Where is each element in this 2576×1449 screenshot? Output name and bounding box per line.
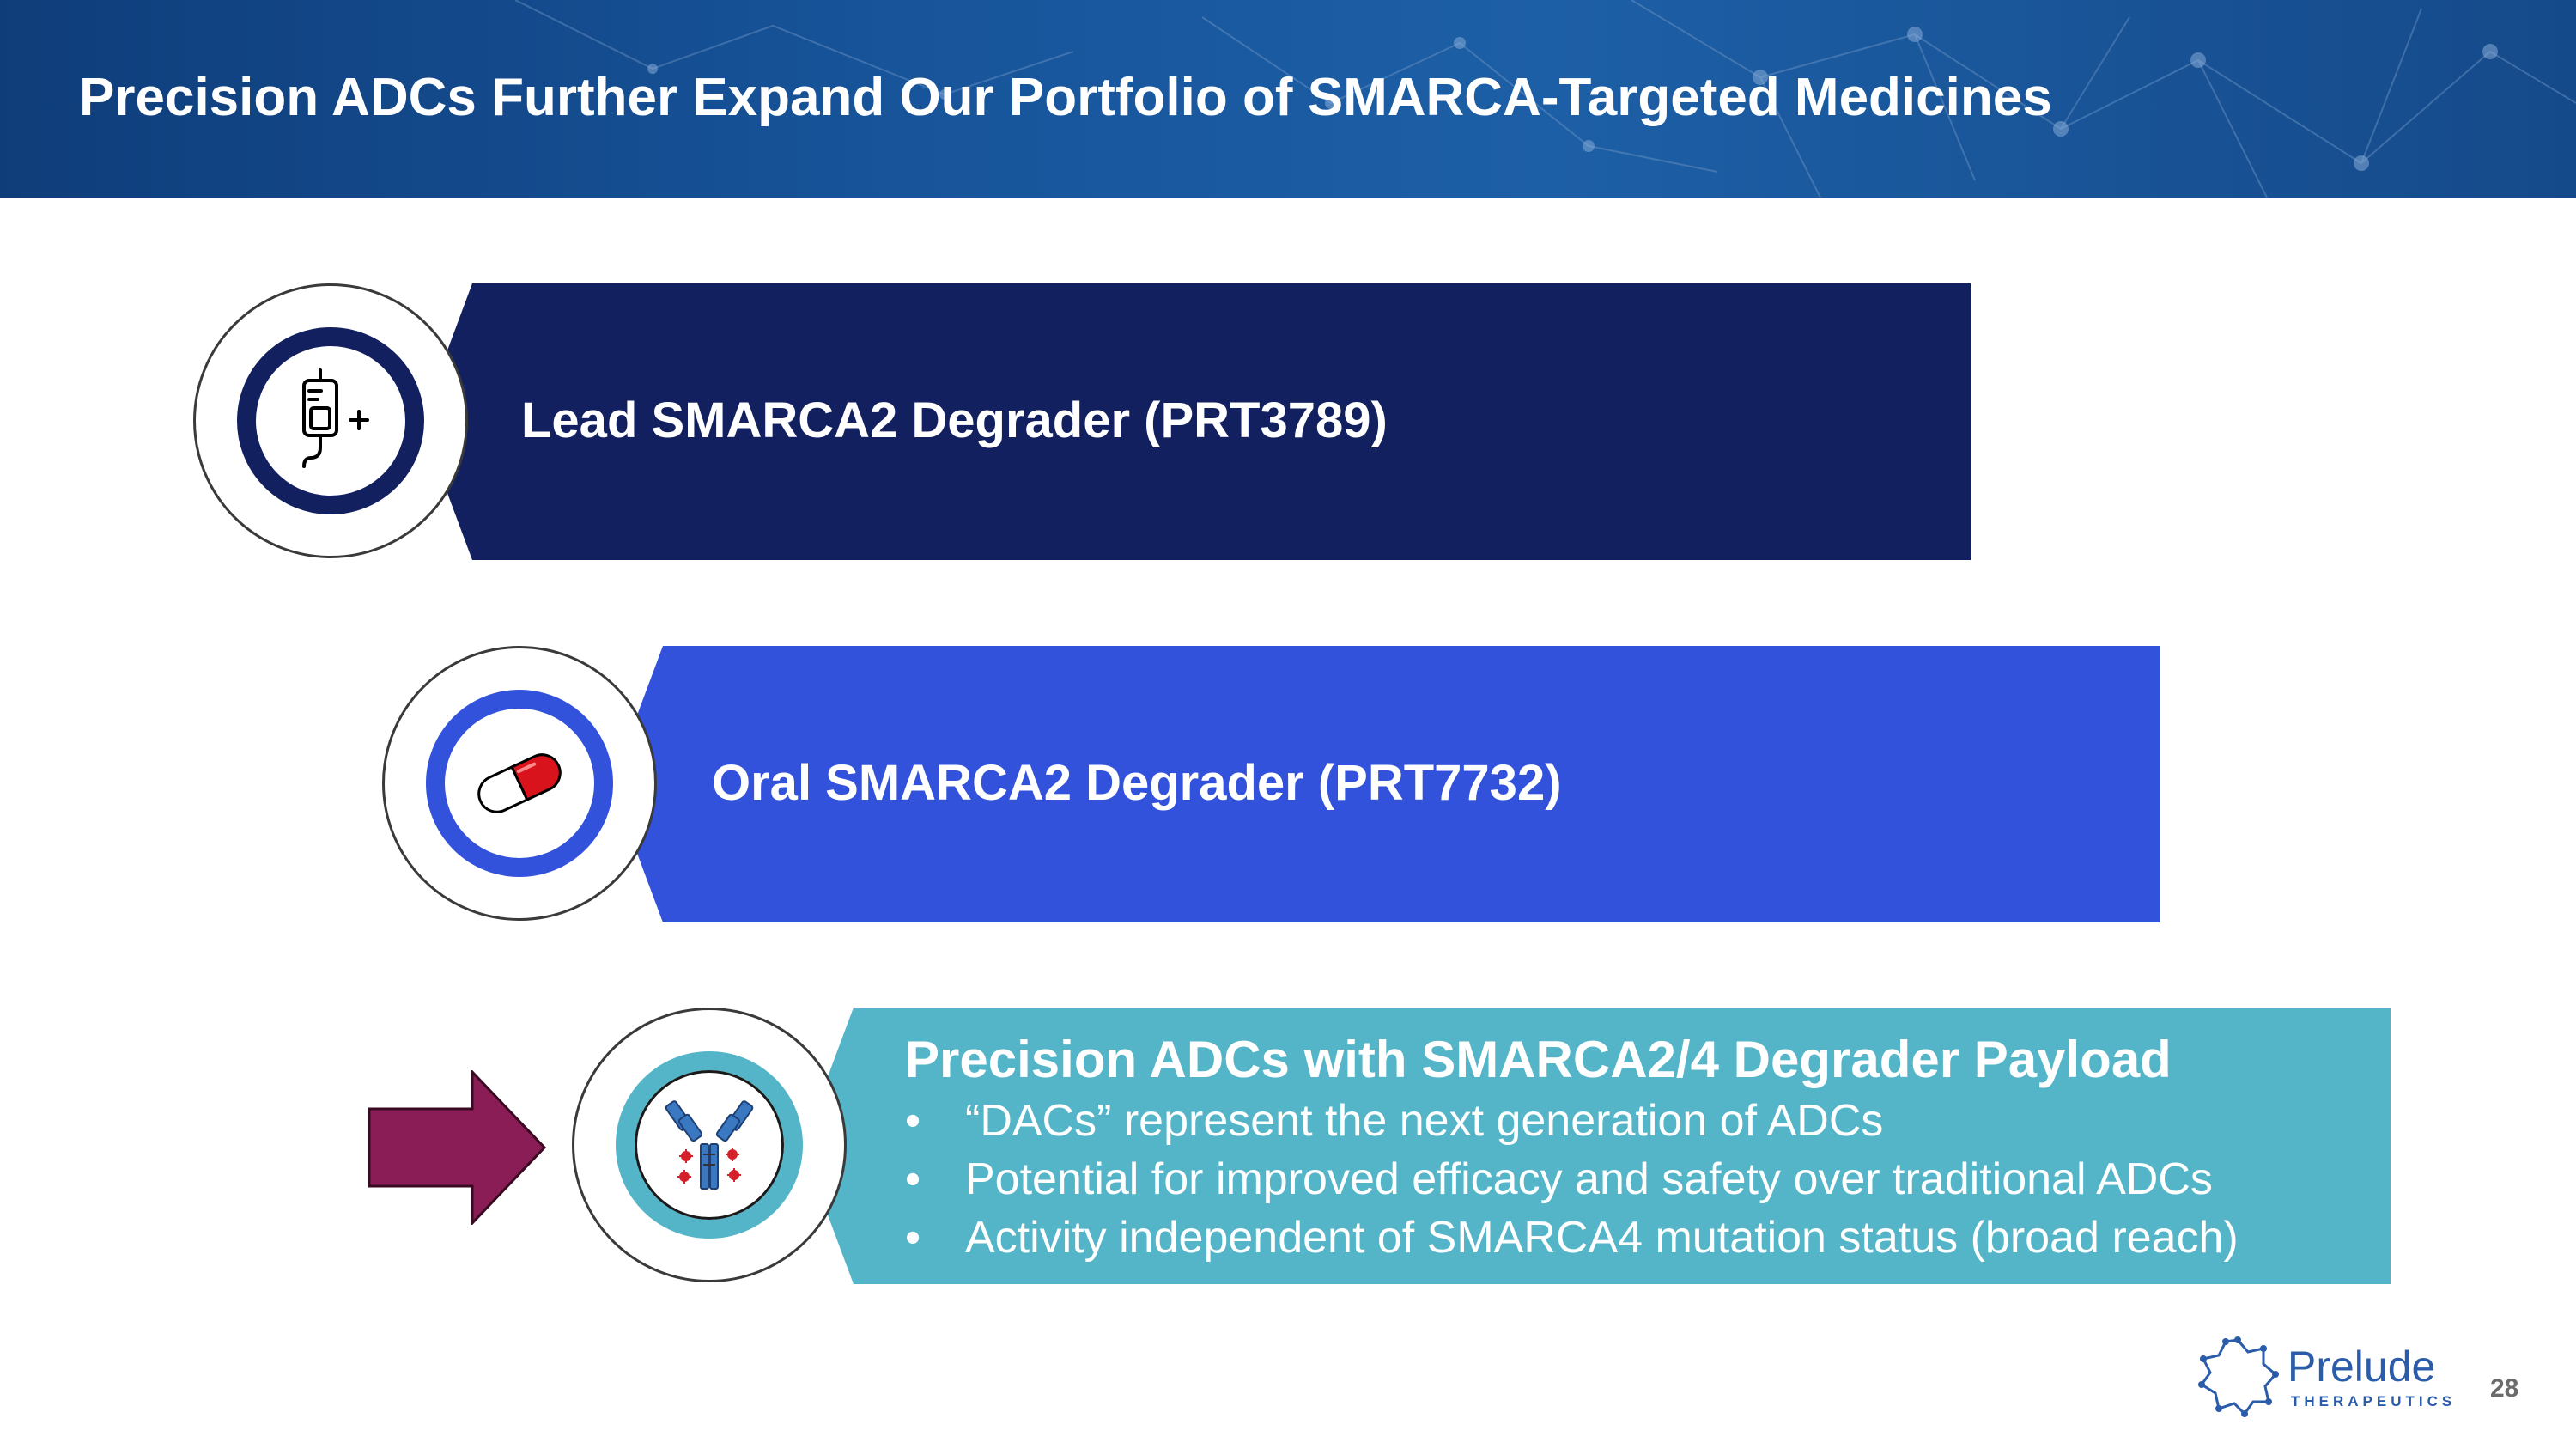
icon-ring xyxy=(616,1051,803,1239)
banner-label: Lead SMARCA2 Degrader (PRT3789) xyxy=(521,393,1388,448)
banner-lead-degrader: Lead SMARCA2 Degrader (PRT3789) xyxy=(421,283,1971,560)
icon-circle-oral xyxy=(382,646,657,921)
icon-circle-adc xyxy=(572,1008,847,1282)
slide-header: Precision ADCs Further Expand Our Portfo… xyxy=(0,0,2576,198)
page-title: Precision ADCs Further Expand Our Portfo… xyxy=(79,68,2052,127)
list-item: •Potential for improved efficacy and saf… xyxy=(905,1154,2213,1204)
icon-ring xyxy=(237,327,424,514)
list-item: •Activity independent of SMARCA4 mutatio… xyxy=(905,1213,2239,1263)
list-item: •“DACs” represent the next generation of… xyxy=(905,1096,1884,1146)
page-number: 28 xyxy=(2490,1374,2519,1403)
prelude-logo: Prelude THERAPEUTICS xyxy=(2195,1333,2451,1423)
bullet-list: •“DACs” represent the next generation of… xyxy=(905,1092,2239,1267)
logo-mark-icon xyxy=(2198,1336,2279,1417)
icon-circle-lead xyxy=(193,283,468,558)
logo-subtitle: THERAPEUTICS xyxy=(2291,1393,2457,1409)
banner-title: Precision ADCs with SMARCA2/4 Degrader P… xyxy=(905,1031,2172,1088)
icon-ring xyxy=(426,690,613,877)
arrow-right-icon xyxy=(368,1070,547,1225)
banner-oral-degrader: Oral SMARCA2 Degrader (PRT7732) xyxy=(611,646,2160,922)
capsule-icon xyxy=(477,753,562,813)
logo-name: Prelude xyxy=(2287,1342,2436,1391)
antibody-icon xyxy=(665,1100,754,1190)
iv-bag-icon xyxy=(302,368,369,468)
banner-label: Oral SMARCA2 Degrader (PRT7732) xyxy=(712,755,1562,811)
banner-precision-adcs: Precision ADCs with SMARCA2/4 Degrader P… xyxy=(802,1008,2391,1284)
network-background xyxy=(514,0,2576,198)
